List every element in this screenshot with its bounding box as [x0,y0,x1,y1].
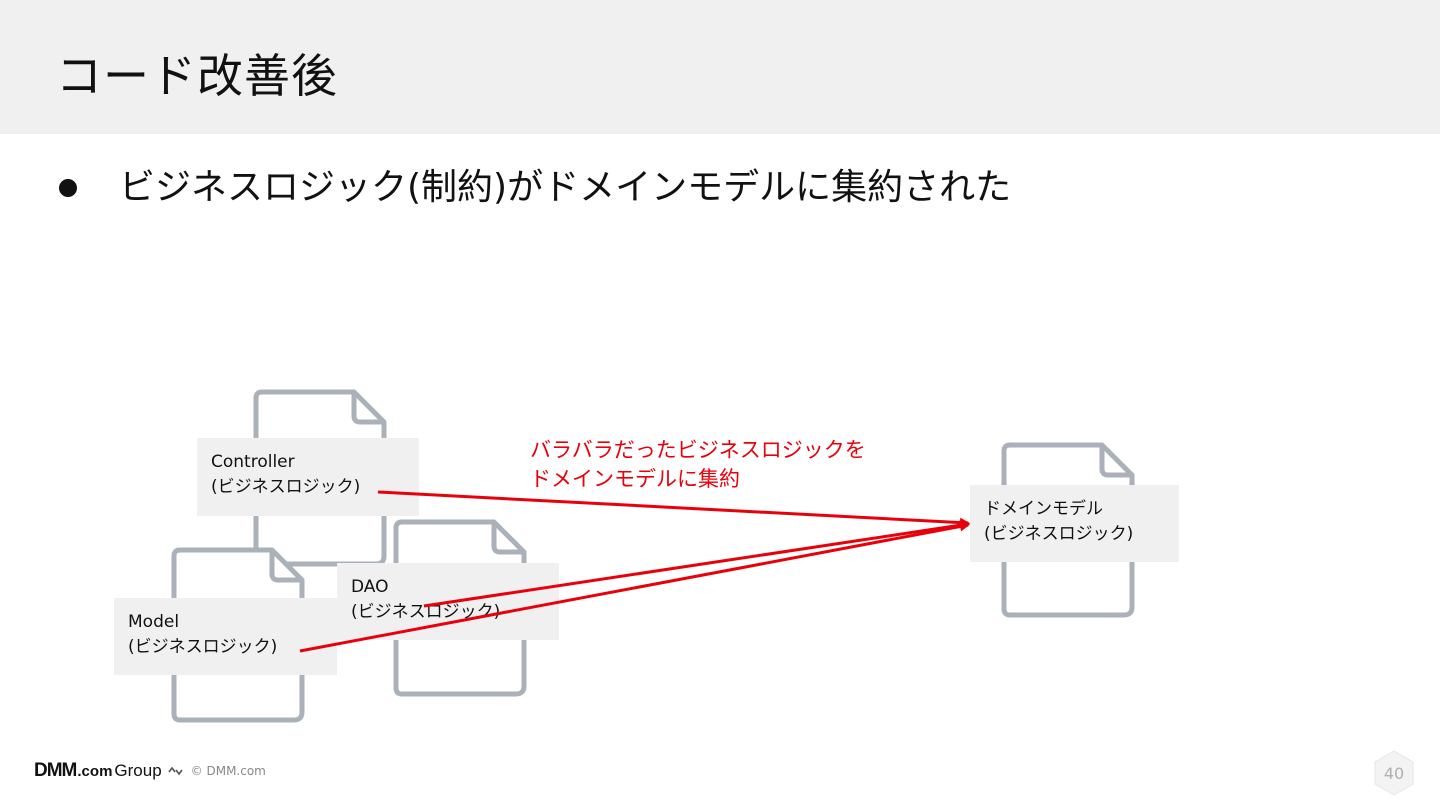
slide-header: コード改善後 [0,0,1440,134]
model-sublabel: (ビジネスロジック) [128,637,278,657]
logo-dmm-text: DMM [34,760,77,781]
logo-group-text: Group [114,761,162,780]
bullet-item: ビジネスロジック(制約)がドメインモデルに集約された [56,160,1011,216]
domain-model-label-box: ドメインモデル (ビジネスロジック) [970,485,1179,562]
domain-model-sublabel: (ビジネスロジック) [984,524,1134,544]
footer-logo: DMM .com Group © DMM.com [34,760,266,782]
dao-label: DAO [351,577,389,597]
logo-mark-icon [168,766,183,776]
controller-label: Controller [211,452,295,472]
dao-sublabel: (ビジネスロジック) [351,602,501,622]
copyright-text: © DMM.com [190,764,266,778]
slide-title: コード改善後 [56,49,338,103]
model-label: Model [128,612,180,632]
bullet-dot-icon [59,179,77,197]
annotation-line-1: バラバラだったビジネスロジックを [530,438,866,462]
controller-label-box: Controller (ビジネスロジック) [197,438,419,516]
page-number: 40 [1383,763,1405,783]
annotation-line-2: ドメインモデルに集約 [530,467,740,491]
bullet-text: ビジネスロジック(制約)がドメインモデルに集約された [119,167,1012,208]
domain-model-label: ドメインモデル [984,499,1103,519]
logo-com-text: .com [77,762,113,780]
consolidation-annotation: バラバラだったビジネスロジックを ドメインモデルに集約 [530,436,866,494]
model-label-box: Model (ビジネスロジック) [114,598,337,675]
page-badge-icon [1374,750,1414,796]
dao-label-box: DAO (ビジネスロジック) [337,563,559,640]
controller-sublabel: (ビジネスロジック) [211,477,361,497]
